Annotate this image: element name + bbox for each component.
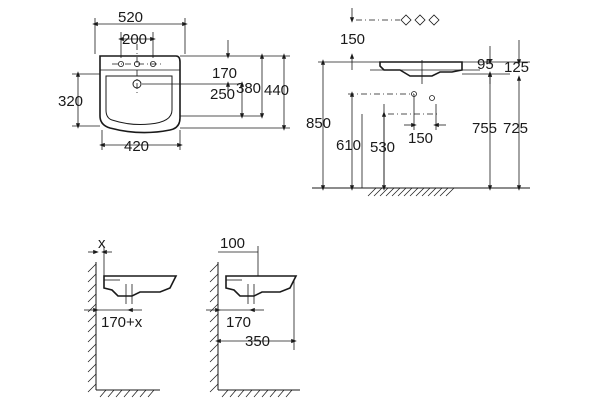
dim-380: 380	[236, 80, 261, 97]
dim-170: 170	[212, 65, 237, 82]
dim-100: 100	[220, 235, 245, 252]
dim-150-trap: 150	[408, 130, 433, 147]
wall-detail-left: x 170+x	[84, 235, 178, 398]
dim-250: 250	[210, 86, 235, 103]
dim-170-plus-x: 170+x	[101, 314, 143, 331]
wall-hatch-right	[209, 263, 219, 393]
basin-profile	[379, 61, 463, 77]
dim-850: 850	[306, 115, 331, 132]
wall-detail-right: 100 170 350	[206, 235, 300, 398]
basin-bowl	[105, 75, 173, 125]
dim-170-right: 170	[226, 314, 251, 331]
dim-95: 95	[477, 56, 494, 73]
dim-150-top: 150	[340, 31, 365, 48]
basin-outline	[99, 55, 181, 134]
dim-420: 420	[124, 138, 149, 155]
dim-530: 530	[370, 139, 395, 156]
dim-610: 610	[336, 137, 361, 154]
side-view: 150	[306, 8, 530, 197]
tap-symbol-icons	[400, 14, 440, 26]
dim-755: 755	[472, 120, 497, 137]
dim-725: 725	[503, 120, 528, 137]
dim-350: 350	[245, 333, 270, 350]
dim-520: 520	[118, 9, 143, 26]
wall-hatch-left	[87, 263, 97, 393]
dim-200: 200	[122, 31, 147, 48]
basin-profile-left	[103, 275, 178, 297]
top-view: 520 200 320 420 170 250 380 440	[58, 9, 290, 155]
floor-hatch-left	[99, 389, 155, 398]
tap-hole-left	[118, 61, 125, 68]
dim-x: x	[98, 235, 106, 252]
dim-320: 320	[58, 93, 83, 110]
floor-hatch	[367, 187, 455, 197]
dim-125: 125	[504, 59, 529, 76]
basin-profile-right	[225, 275, 298, 297]
dim-440: 440	[264, 82, 289, 99]
floor-hatch-right	[221, 389, 293, 398]
